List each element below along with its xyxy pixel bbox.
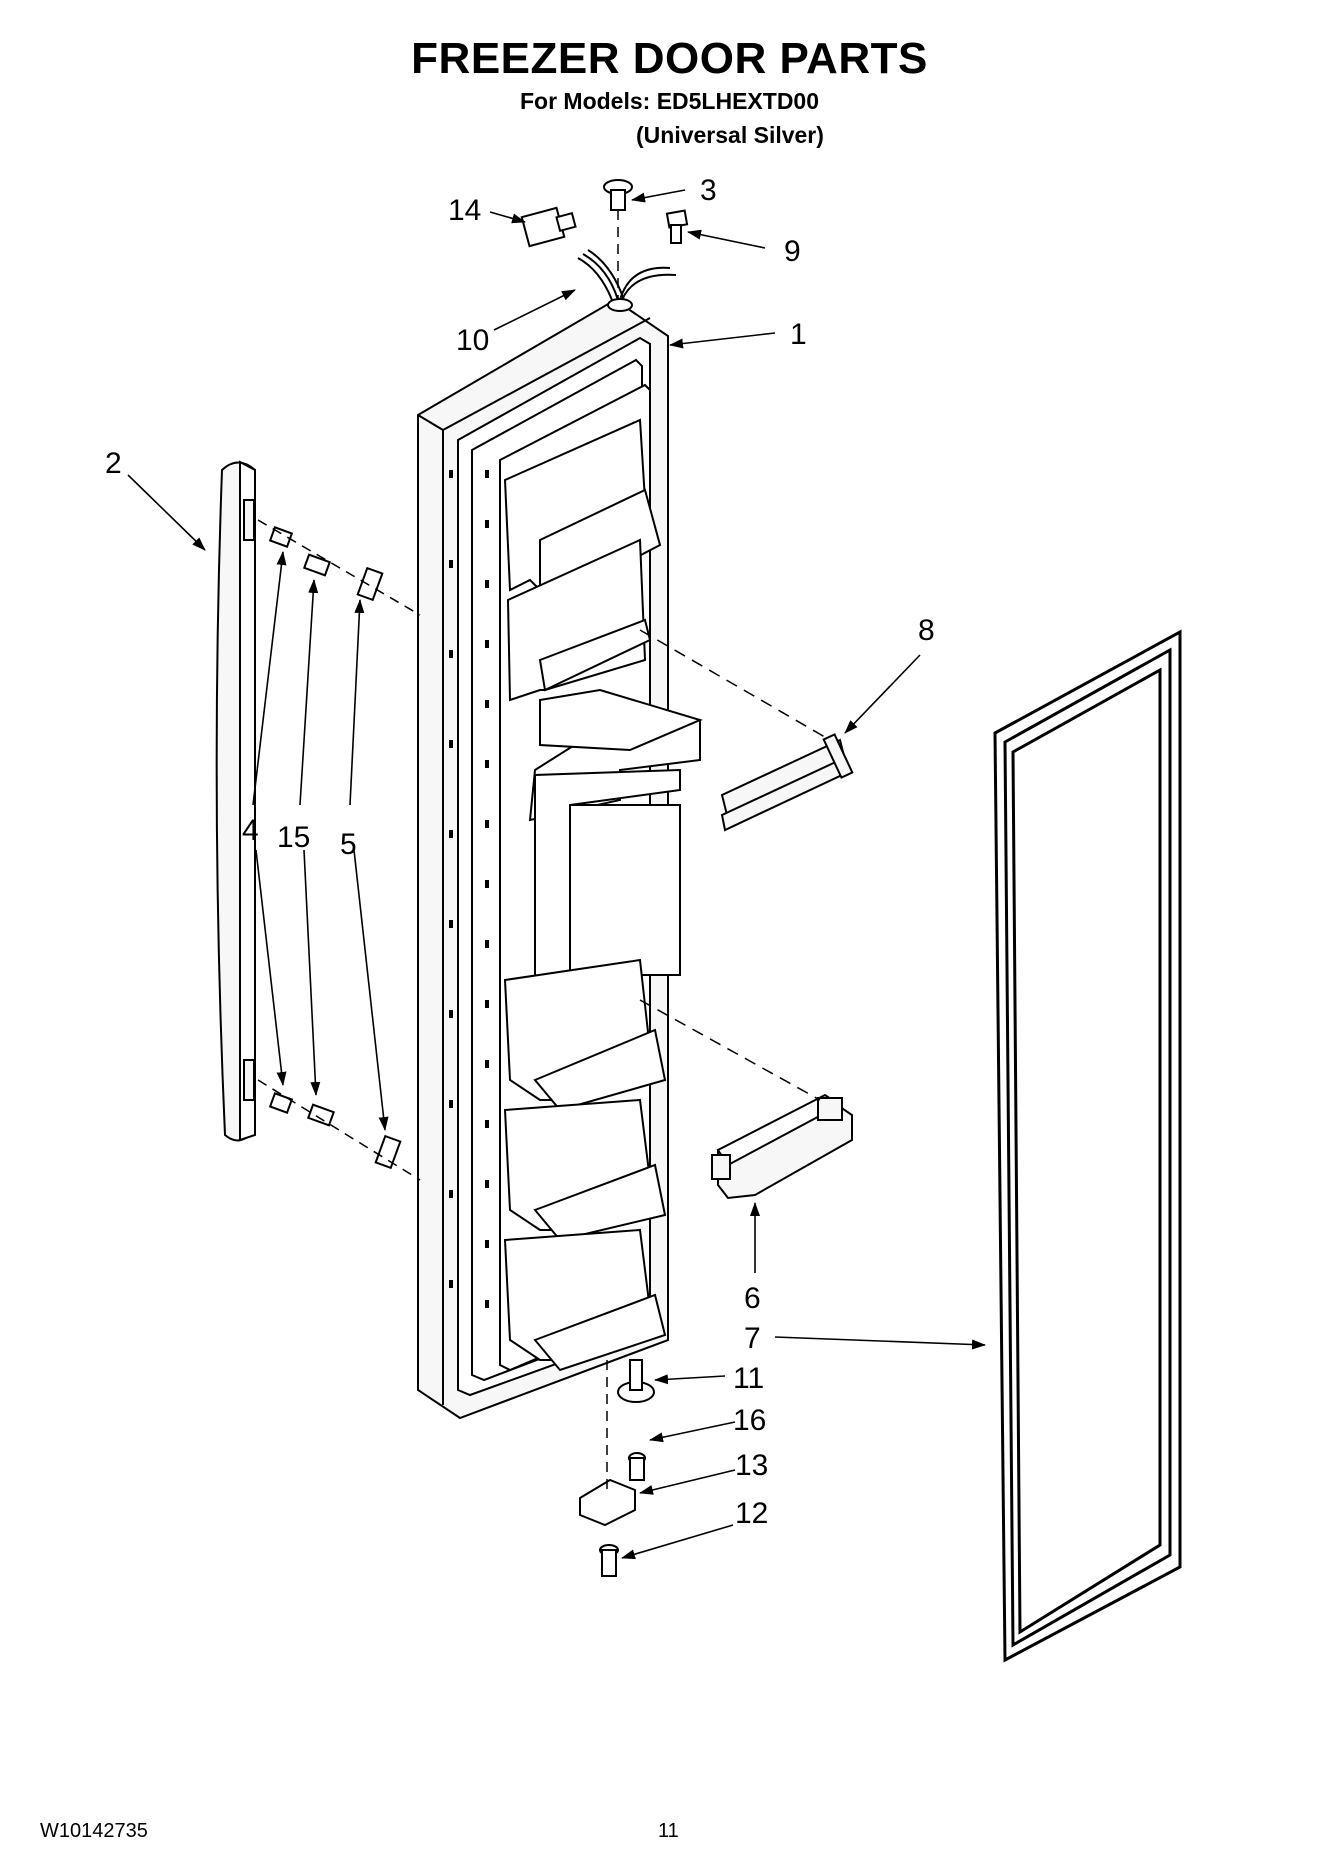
door-liner-shelves	[503, 418, 703, 1372]
callout-12: 12	[735, 1497, 768, 1530]
callout-1: 1	[790, 318, 807, 351]
callout-2: 2	[105, 447, 122, 480]
trim-strip	[720, 733, 854, 832]
callout-11: 11	[733, 1362, 764, 1395]
page-title: FREEZER DOOR PARTS	[411, 34, 928, 83]
door-gasket	[993, 629, 1182, 1663]
handle-axis-lines	[257, 519, 421, 1181]
callout-16: 16	[733, 1404, 766, 1437]
callout-labels: 1 2 3 4 5 6 7 8 9 10 11 12 13 14 15 16	[105, 174, 935, 1530]
handle-fasteners	[268, 526, 402, 1170]
trim-axis-line	[639, 629, 831, 741]
callout-4: 4	[242, 814, 259, 847]
bin-axis-line	[639, 999, 821, 1101]
callout-14: 14	[448, 194, 481, 227]
model-line: For Models: ED5LHEXTD00	[519, 88, 820, 114]
door-bin	[711, 1093, 853, 1200]
callout-10: 10	[456, 324, 489, 357]
callout-5: 5	[340, 828, 357, 861]
callout-13: 13	[735, 1449, 768, 1482]
hinge-hardware	[579, 1359, 655, 1577]
model-variant: (Universal Silver)	[636, 122, 824, 148]
document-number: W10142735	[40, 1820, 148, 1842]
door-handle	[215, 460, 256, 1142]
top-fittings	[520, 179, 689, 312]
door-liner-studs	[449, 470, 489, 1308]
callout-9: 9	[784, 235, 801, 268]
callout-3: 3	[700, 174, 717, 207]
callout-8: 8	[918, 614, 935, 647]
callout-6: 6	[744, 1282, 761, 1315]
callout-15: 15	[277, 821, 310, 854]
callout-7: 7	[744, 1322, 761, 1355]
leader-arrows	[127, 189, 986, 1560]
page-number: 11	[658, 1820, 679, 1842]
